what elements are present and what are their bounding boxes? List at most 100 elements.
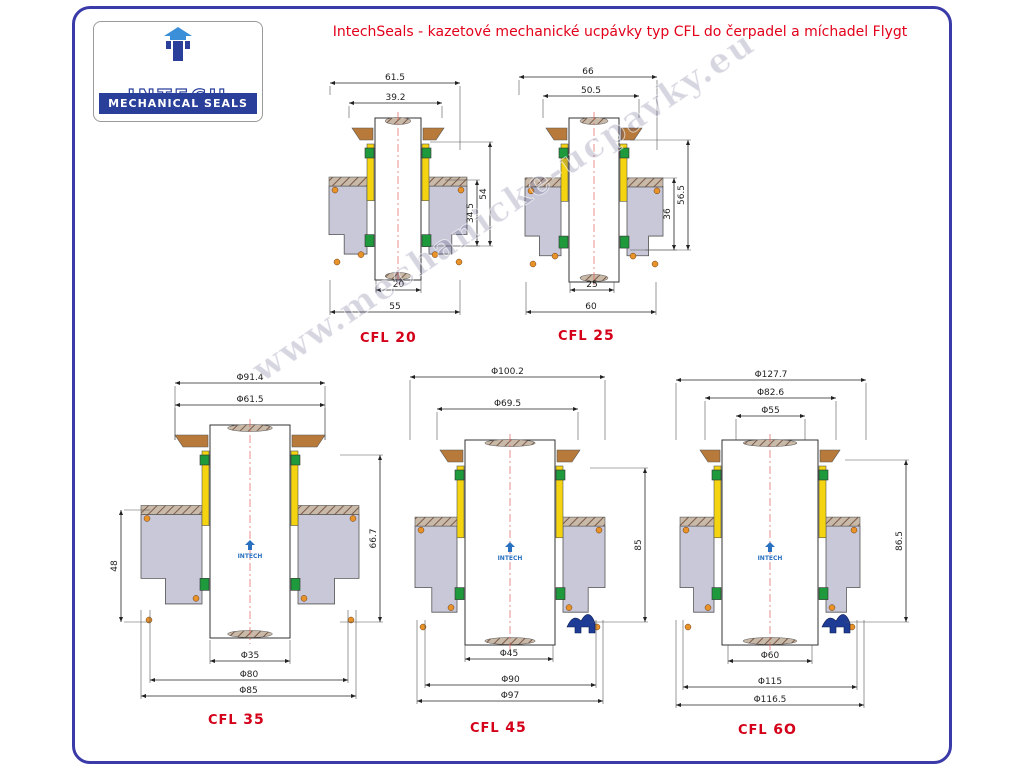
gland-right bbox=[819, 449, 841, 463]
o-ring bbox=[629, 252, 637, 260]
seal-face-right bbox=[818, 587, 829, 600]
o-ring bbox=[455, 258, 463, 266]
housing-left bbox=[328, 185, 368, 255]
dimension-label: Φ115 bbox=[758, 677, 782, 687]
dimension-label: 25 bbox=[586, 280, 597, 290]
o-ring bbox=[704, 604, 712, 611]
o-ring bbox=[828, 604, 836, 611]
o-ring bbox=[529, 260, 537, 268]
o-ring bbox=[457, 186, 465, 194]
gland-right bbox=[422, 127, 445, 141]
arrowhead bbox=[378, 617, 382, 622]
o-ring bbox=[331, 186, 339, 194]
o-ring bbox=[850, 526, 858, 534]
shaft-logo-text: INTECH bbox=[238, 553, 263, 560]
arrowhead bbox=[643, 468, 647, 473]
dimension-label: 61.5 bbox=[385, 73, 405, 83]
arrowhead bbox=[573, 407, 578, 411]
dimension-label: Φ91.4 bbox=[236, 373, 263, 383]
seal-face-upper-right bbox=[619, 147, 630, 159]
seal-face-upper-right bbox=[818, 469, 829, 481]
sleeve-right bbox=[421, 143, 430, 202]
sleeve-right bbox=[290, 450, 299, 526]
dimension-label: Φ100.2 bbox=[491, 367, 524, 377]
arrowhead bbox=[609, 288, 614, 292]
o-ring bbox=[192, 595, 200, 602]
dimension-label: 54 bbox=[479, 188, 489, 200]
housing-left bbox=[414, 525, 458, 613]
arrowhead bbox=[705, 396, 710, 400]
arrowhead bbox=[475, 241, 479, 246]
dimension-label: 55 bbox=[389, 302, 400, 312]
sleeve-right bbox=[818, 465, 827, 539]
model-prefix: CFL bbox=[360, 331, 390, 346]
arrowhead bbox=[351, 694, 356, 698]
flange-right bbox=[624, 177, 664, 188]
dimension-label: 34.5 bbox=[466, 203, 476, 223]
arrowhead bbox=[343, 678, 348, 682]
o-ring bbox=[349, 515, 357, 522]
model-number: 6O bbox=[773, 722, 797, 738]
sleeve-left bbox=[560, 143, 569, 202]
arrowhead bbox=[800, 414, 805, 418]
o-ring bbox=[143, 515, 151, 522]
model-number: 20 bbox=[395, 330, 417, 346]
gland-left bbox=[351, 127, 374, 141]
arrowhead bbox=[519, 75, 524, 79]
arrowhead bbox=[285, 659, 290, 663]
seal-face-upper-right bbox=[421, 147, 432, 159]
arrowhead bbox=[475, 180, 479, 185]
dimension-label: 66 bbox=[582, 67, 594, 77]
dimension-label: Φ116.5 bbox=[754, 695, 787, 705]
housing-right bbox=[626, 186, 664, 257]
arrowhead bbox=[425, 683, 430, 687]
sleeve-left bbox=[201, 450, 210, 526]
o-ring bbox=[357, 251, 365, 258]
arrowhead bbox=[852, 685, 857, 689]
o-ring bbox=[565, 604, 573, 611]
elastomer-boot bbox=[566, 614, 596, 634]
dimension-label: Φ60 bbox=[761, 651, 780, 661]
seal-face-upper-left bbox=[558, 147, 569, 159]
flange-left bbox=[679, 516, 717, 527]
arrowhead bbox=[378, 455, 382, 460]
arrowhead bbox=[686, 245, 690, 250]
seal-face-upper-left bbox=[454, 469, 465, 481]
seal-face-left bbox=[711, 587, 722, 600]
dimension-label: Φ82.6 bbox=[757, 388, 784, 398]
arrowhead bbox=[488, 241, 492, 246]
o-ring bbox=[527, 187, 535, 195]
model-number: 45 bbox=[505, 720, 527, 736]
arrowhead bbox=[807, 659, 812, 663]
dimension-label: Φ69.5 bbox=[494, 399, 521, 409]
arrowhead bbox=[175, 403, 180, 407]
seal-face-upper-right bbox=[555, 469, 566, 481]
gland-right bbox=[291, 434, 326, 448]
housing-right bbox=[297, 514, 360, 605]
o-ring bbox=[300, 595, 308, 602]
flange-right bbox=[295, 505, 360, 515]
arrowhead bbox=[376, 288, 381, 292]
arrowhead bbox=[652, 75, 657, 79]
o-ring bbox=[419, 623, 427, 631]
arrowhead bbox=[210, 659, 215, 663]
seal-face-right bbox=[421, 234, 432, 247]
dimension-label: 85 bbox=[634, 539, 644, 550]
o-ring bbox=[684, 623, 692, 631]
sleeve-right bbox=[619, 143, 628, 202]
arrowhead bbox=[175, 381, 180, 385]
arrowhead bbox=[526, 310, 531, 314]
model-number: 25 bbox=[593, 328, 615, 344]
dimension-label: Φ127.7 bbox=[755, 370, 788, 380]
arrowhead bbox=[330, 310, 335, 314]
page-title: IntechSeals - kazetové mechanické ucpávk… bbox=[332, 24, 908, 40]
seal-face-left bbox=[364, 234, 375, 247]
dimension-label: 36 bbox=[663, 208, 673, 220]
dimension-label: Φ90 bbox=[501, 675, 520, 685]
o-ring bbox=[595, 526, 603, 534]
arrowhead bbox=[330, 81, 335, 85]
